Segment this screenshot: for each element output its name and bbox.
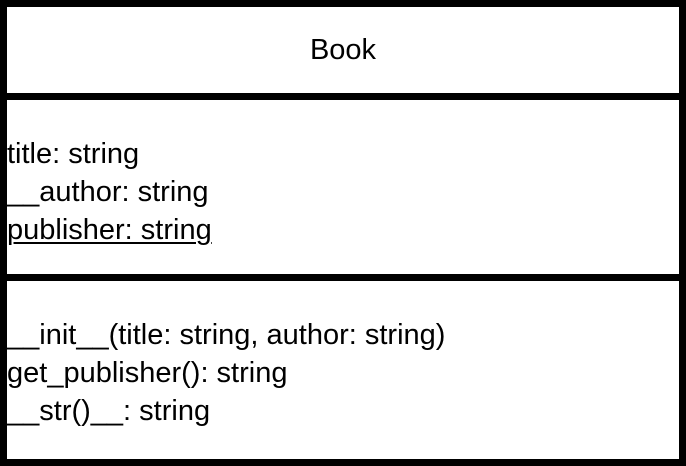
method-str: __str()__: string bbox=[7, 395, 211, 427]
attribute-author: __author: string bbox=[7, 176, 209, 208]
class-name: Book bbox=[309, 33, 377, 66]
attribute-publisher-static: publisher: string bbox=[7, 214, 212, 246]
attribute-title: title: string bbox=[7, 138, 140, 170]
methods-compartment: __init__(title: string, author: string) … bbox=[7, 281, 679, 459]
method-init: __init__(title: string, author: string) bbox=[7, 319, 446, 351]
method-get-publisher: get_publisher(): string bbox=[7, 357, 288, 389]
class-name-compartment: Book bbox=[7, 7, 679, 100]
attributes-compartment: title: string __author: string publisher… bbox=[7, 100, 679, 281]
